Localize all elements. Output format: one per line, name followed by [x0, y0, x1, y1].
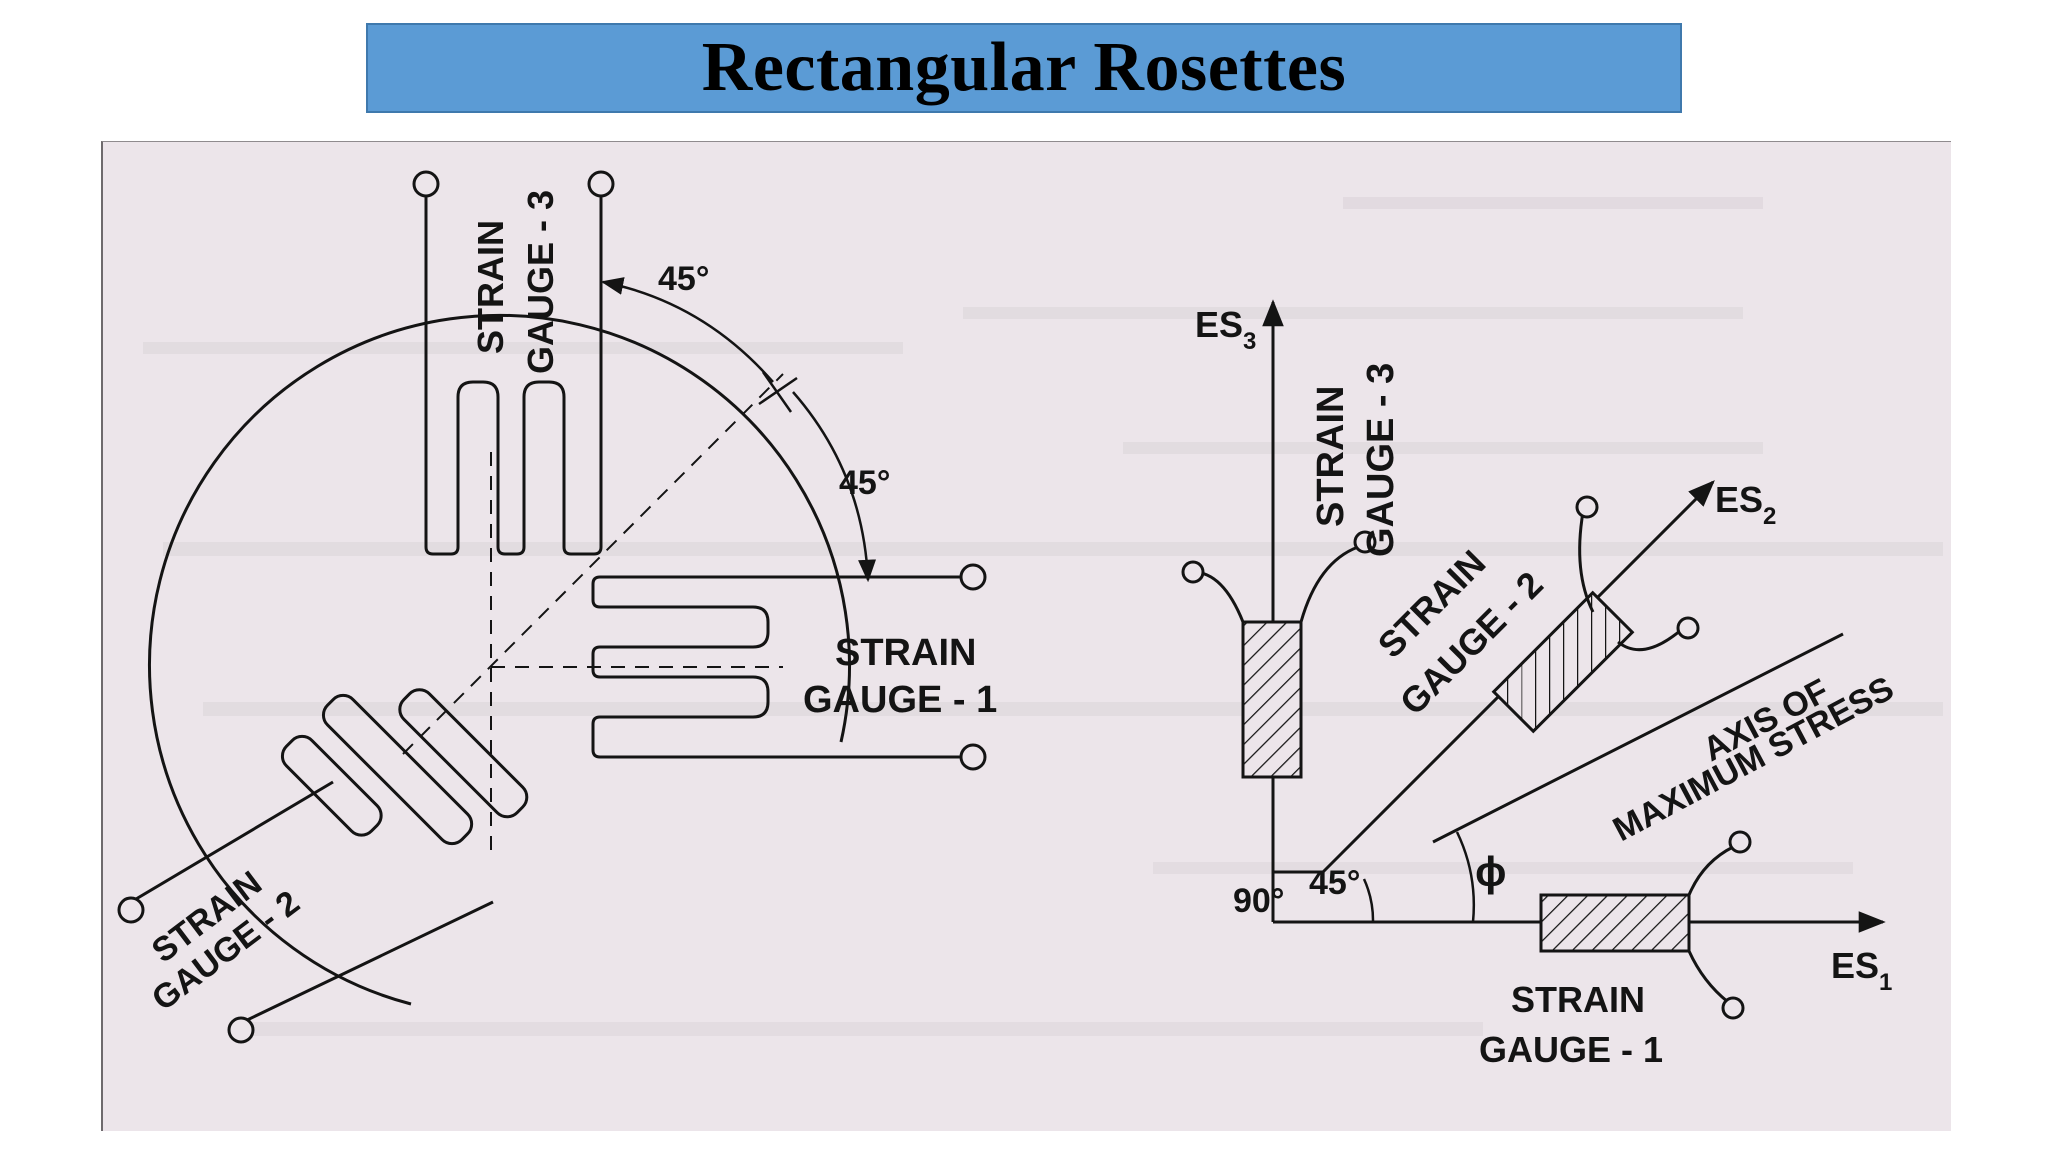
max-stress-label-line2: MAXIMUM STRESS [1607, 669, 1900, 849]
axis-es2-label: ES2 [1715, 479, 1776, 530]
axis-es1-label: ES1 [1831, 945, 1892, 996]
left-gauge-2 [117, 688, 529, 1044]
angle-phi-label: ϕ [1475, 848, 1506, 895]
right-gauge-3 [1181, 530, 1377, 779]
title-bar: Rectangular Rosettes [366, 23, 1682, 113]
max-stress-axis-line [1432, 632, 1844, 844]
left-gauge-3-label-line1: STRAIN [470, 220, 511, 354]
axis-es3-label: ES3 [1195, 304, 1256, 355]
right-gauge-3-label-line1: STRAIN [1310, 386, 1352, 527]
right-gauge-2 [1491, 495, 1700, 734]
angle-arc-upper [600, 277, 774, 383]
angle-arc-45 [1362, 878, 1375, 923]
bleed-through-background [143, 197, 1943, 1036]
right-gauge-1-label-line1: STRAIN [1511, 979, 1645, 1020]
right-gauge-3-label-line2: GAUGE - 3 [1360, 363, 1402, 557]
dashed-diagonal [402, 373, 784, 755]
left-rosette [117, 170, 987, 1044]
slide-title: Rectangular Rosettes [701, 29, 1347, 106]
right-gauge-1 [1539, 830, 1752, 1020]
right-gauge-1-label-line2: GAUGE - 1 [1479, 1029, 1663, 1070]
rosette-circle [148, 313, 851, 1006]
angle-arc-phi [1455, 831, 1475, 923]
left-gauge-1-label-line2: GAUGE - 1 [803, 679, 997, 721]
left-gauge-3 [412, 170, 615, 556]
right-rosette [1181, 299, 1886, 1020]
left-gauge-3-label-line2: GAUGE - 3 [520, 190, 561, 374]
angle-45-label: 45° [1309, 864, 1360, 902]
left-angle-upper: 45° [658, 260, 709, 298]
left-gauge-1 [591, 563, 987, 771]
left-angle-lower: 45° [839, 464, 890, 502]
left-gauge-1-label-line1: STRAIN [835, 632, 976, 674]
rosette-diagram: STRAIN GAUGE - 3 45° 45° STRAIN GAUGE - … [117, 170, 1943, 1070]
angle-90-label: 90° [1233, 882, 1284, 920]
angle-arc-lower [792, 391, 877, 583]
rosette-figure: STRAIN GAUGE - 3 45° 45° STRAIN GAUGE - … [101, 141, 1951, 1131]
